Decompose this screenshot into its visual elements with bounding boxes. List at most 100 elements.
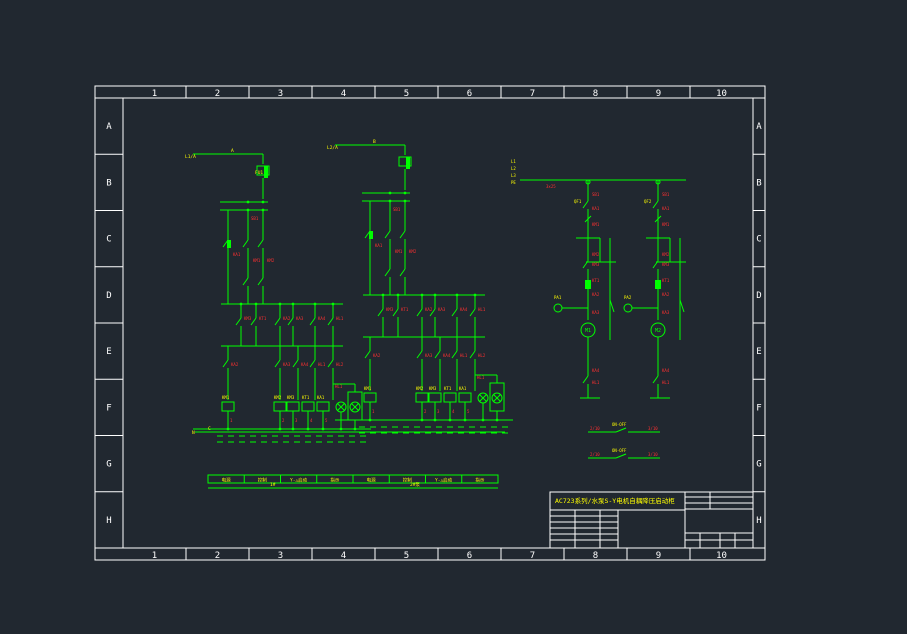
column-number-top: 10 bbox=[716, 89, 727, 99]
no-contact bbox=[384, 268, 391, 277]
column-number-bottom: 3 bbox=[278, 551, 283, 561]
component-tag: 5 bbox=[325, 418, 328, 423]
wiring-layer bbox=[193, 144, 686, 489]
strip-label: Y-△启动 bbox=[290, 477, 308, 484]
selector-label: ON-OFF bbox=[612, 422, 627, 427]
column-number-bottom: 8 bbox=[593, 551, 598, 561]
component-tag: 1 bbox=[230, 418, 233, 423]
no-contact bbox=[416, 350, 423, 359]
no-contact bbox=[242, 239, 249, 248]
row-letter-right: E bbox=[756, 347, 761, 357]
coil bbox=[428, 392, 442, 403]
selector-label: ON-OFF bbox=[612, 448, 627, 453]
component-tag: KT1 bbox=[302, 395, 310, 400]
junction-dot bbox=[306, 427, 310, 431]
component-tag: KA2 bbox=[231, 362, 239, 367]
breaker-trip bbox=[654, 215, 662, 223]
no-contact bbox=[250, 317, 257, 326]
contactor-contact bbox=[652, 260, 659, 269]
component-tag: KT1 bbox=[259, 316, 267, 321]
column-number-top: 9 bbox=[656, 89, 661, 99]
component-tag: SB1 bbox=[662, 192, 670, 197]
column-number-top: 3 bbox=[278, 89, 283, 99]
component-tag: HL1 bbox=[662, 380, 670, 385]
component-tag: HL1 bbox=[336, 316, 344, 321]
component-tag: KM3 bbox=[429, 386, 437, 391]
feeder-node bbox=[655, 179, 661, 185]
junction-dot bbox=[481, 418, 485, 422]
strip-label: 电源 bbox=[222, 477, 231, 484]
row-letter-right: F bbox=[756, 403, 761, 413]
row-letter-right: H bbox=[756, 516, 761, 526]
junction-dot bbox=[396, 293, 400, 297]
no-contact bbox=[451, 308, 458, 317]
junction-dot bbox=[463, 418, 467, 422]
stop-button bbox=[227, 240, 231, 248]
row-letter-left: H bbox=[106, 516, 111, 526]
component-tag: KA4 bbox=[592, 368, 600, 373]
no-contact bbox=[451, 350, 458, 359]
component-tag: KA1 bbox=[233, 252, 241, 257]
component-tag: KM2 bbox=[267, 258, 275, 263]
junction-dot bbox=[261, 208, 265, 212]
junction-dot bbox=[339, 427, 343, 431]
junction-dot bbox=[278, 427, 282, 431]
component-tag: SB1 bbox=[251, 216, 259, 221]
component-tag: KM2 bbox=[416, 386, 424, 391]
junction-dot bbox=[239, 302, 243, 306]
component-tag: KA3 bbox=[425, 353, 433, 358]
no-contact bbox=[429, 308, 436, 317]
component-tag: KM3 bbox=[287, 395, 295, 400]
no-contact bbox=[364, 350, 371, 359]
no-contact bbox=[222, 359, 229, 368]
junction-dot bbox=[246, 200, 250, 204]
junction-dot bbox=[353, 427, 357, 431]
bus-label: L2 bbox=[511, 166, 516, 171]
junction-dot bbox=[321, 427, 325, 431]
no-contact bbox=[257, 239, 264, 248]
row-letter-right: G bbox=[756, 460, 761, 470]
no-contact bbox=[384, 230, 391, 239]
no-contact bbox=[235, 317, 242, 326]
neutral-label: N bbox=[192, 430, 195, 436]
fuse-body bbox=[264, 166, 268, 178]
component-tag: 3/10 bbox=[648, 426, 658, 431]
component-tag: 3 bbox=[437, 409, 440, 414]
junction-dot bbox=[388, 199, 392, 203]
junction-dot bbox=[331, 302, 335, 306]
junction-dot bbox=[246, 208, 250, 212]
fuse-symbol bbox=[256, 165, 270, 176]
junction-dot bbox=[420, 418, 424, 422]
selector-switch bbox=[615, 453, 627, 459]
strip-label: 控制 bbox=[258, 477, 267, 484]
junction-dot bbox=[403, 191, 407, 195]
junction-dot bbox=[254, 302, 258, 306]
row-letter-right: D bbox=[756, 291, 761, 301]
component-tag: KT1 bbox=[662, 278, 670, 283]
overload-mark bbox=[609, 299, 615, 313]
component-tag: 5 bbox=[467, 409, 470, 414]
strip-label: 指示 bbox=[330, 477, 339, 484]
stop-button bbox=[369, 231, 373, 239]
component-tag: KA3 bbox=[296, 316, 304, 321]
strip-caption-left: 1# bbox=[270, 482, 276, 488]
component-tag: KM1 bbox=[222, 395, 230, 400]
breaker-label: QF1 bbox=[574, 199, 582, 204]
component-tag: KA3 bbox=[592, 310, 600, 315]
strip-label: Y-△启动 bbox=[435, 477, 453, 484]
row-letter-right: B bbox=[756, 178, 761, 188]
junction-dot bbox=[291, 302, 295, 306]
component-tag: HL2 bbox=[478, 353, 486, 358]
coil bbox=[286, 401, 300, 412]
column-number-bottom: 4 bbox=[341, 551, 346, 561]
cable-note: 3x25 bbox=[546, 184, 556, 189]
junction-dot bbox=[473, 293, 477, 297]
column-number-bottom: 2 bbox=[215, 551, 220, 561]
column-number-bottom: 10 bbox=[716, 551, 727, 561]
strip-label: 控制 bbox=[403, 477, 412, 484]
component-tag: HL2 bbox=[336, 362, 344, 367]
title-block-border bbox=[549, 491, 754, 549]
bus-label: L3 bbox=[511, 173, 516, 178]
